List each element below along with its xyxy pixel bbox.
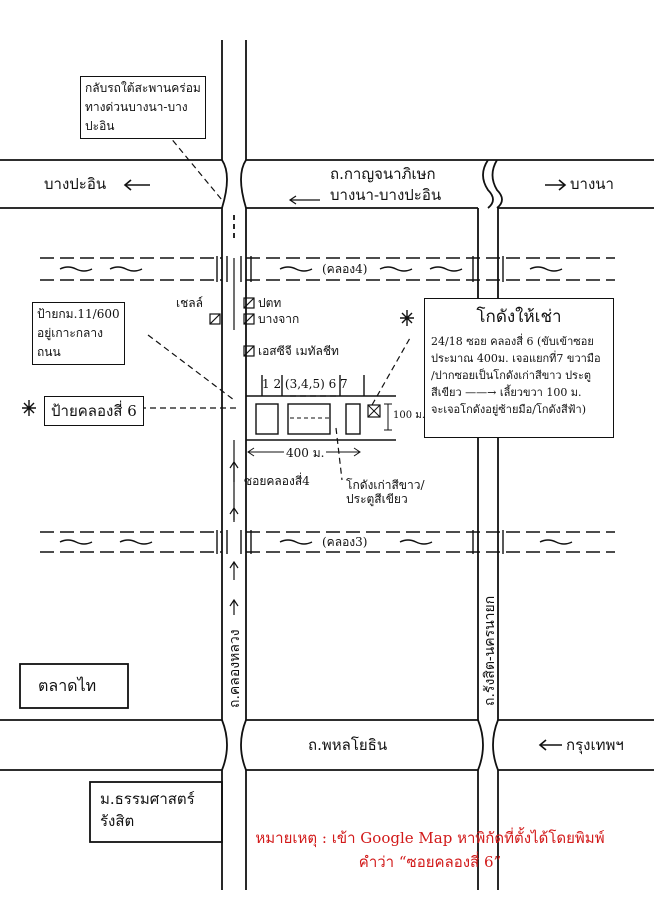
leader-lines bbox=[140, 124, 411, 481]
thammasat-box bbox=[89, 781, 223, 843]
white-warehouse-line-2: ประตูสีเขียว bbox=[346, 492, 408, 507]
rental-title: โกดังให้เช่า bbox=[476, 307, 562, 327]
thammasat-line-2: รังสิต bbox=[100, 812, 135, 830]
station-markers bbox=[209, 297, 255, 357]
warehouse-rental-box: โกดังให้เช่า 24/18 ซอย คลองสี่ 6 (ขับเข้… bbox=[424, 298, 614, 438]
km-sign-line-2: อยู่เกาะกลาง bbox=[37, 326, 104, 340]
rental-line-1: 24/18 ซอย คลองสี่ 6 (ขับเข้าซอย bbox=[431, 335, 594, 348]
kanchanaphisek-road bbox=[0, 159, 654, 209]
soi-numbers: 1 2 (3,4,5) 6 7 bbox=[262, 377, 348, 391]
thammasat-line-1: ม.ธรรมศาสตร์ bbox=[100, 790, 195, 808]
white-warehouse-label: โกดังเก่าสีขาว/ ประตูสีเขียว bbox=[346, 478, 425, 507]
note-line-1: หมายเหตุ : เข้า Google Map หาพิกัดที่ตั้… bbox=[255, 829, 605, 847]
bang-na-direction: บางนา bbox=[570, 175, 614, 193]
khlong-si-6-sign: ป้ายคลองสี่ 6 bbox=[44, 396, 144, 426]
canal-3 bbox=[40, 530, 615, 554]
white-warehouse-line-1: โกดังเก่าสีขาว/ bbox=[346, 478, 425, 492]
scg-metal-sheet-label: เอสซีจี เมทัลชีท bbox=[258, 344, 339, 358]
rental-line-5: จะเจอโกดังอยู่ซ้ายมือ/โกดังสีฟ้า) bbox=[431, 403, 587, 417]
note-line-2: คำว่า “ซอยคลองสี่ 6” bbox=[358, 853, 502, 871]
phahon-yothin-road bbox=[0, 719, 654, 771]
star-markers bbox=[22, 310, 414, 416]
canal-3-label: (คลอง3) bbox=[322, 535, 368, 550]
u-turn-line-1: กลับรถใต้สะพานคร่อม bbox=[85, 81, 201, 95]
google-map-note: หมายเหตุ : เข้า Google Map หาพิกัดที่ตั้… bbox=[240, 826, 620, 874]
direction-arrows bbox=[123, 179, 567, 751]
rangsit-nakhon-nayok-road bbox=[477, 208, 499, 890]
rental-line-2: ประมาณ 400ม. เจอแยกที่7 ขวามือ bbox=[431, 352, 601, 366]
kanchanaphisek-road-label: ถ.กาญจนาภิเษก bbox=[330, 165, 436, 183]
krungthep-direction: กรุงเทพฯ bbox=[566, 736, 624, 754]
canal-4 bbox=[40, 256, 615, 282]
u-turn-line-3: ปะอิน bbox=[85, 119, 115, 133]
soi-khlong-si-4-label: ซอยคลองสี่4 bbox=[244, 474, 310, 488]
thammasat-label: ม.ธรรมศาสตร์ รังสิต bbox=[100, 790, 195, 830]
talad-thai-label: ตลาดไท bbox=[38, 676, 97, 695]
km-sign-note: ป้ายกม.11/600 อยู่เกาะกลาง ถนน bbox=[32, 302, 125, 365]
bang-pa-in-direction: บางปะอิน bbox=[44, 175, 107, 193]
km-sign-line-3: ถนน bbox=[37, 345, 61, 359]
distance-100m: 100 ม. bbox=[393, 410, 426, 421]
rangsit-nakhon-nayok-road-label: ถ.รังสิต-นครนายก bbox=[482, 595, 498, 706]
distance-400m: 400 ม. bbox=[284, 446, 327, 461]
u-turn-line-2: ทางด่วนบางนา-บาง bbox=[85, 100, 188, 114]
rental-line-4: สีเขียว ——→ เลี้ยวขวา 100 ม. bbox=[431, 386, 582, 400]
talad-thai-box bbox=[19, 663, 129, 709]
u-turn-note: กลับรถใต้สะพานคร่อม ทางด่วนบางนา-บาง ปะอ… bbox=[80, 76, 206, 139]
kanchanaphisek-road-sublabel: บางนา-บางปะอิน bbox=[330, 186, 442, 204]
km-sign-line-1: ป้ายกม.11/600 bbox=[37, 307, 120, 321]
khlong-luang-road-label: ถ.คลองหลวง bbox=[227, 629, 243, 708]
bangchak-station-label: บางจาก bbox=[258, 312, 300, 326]
ptt-station-label: ปตท bbox=[258, 296, 282, 310]
canal-4-label: (คลอง4) bbox=[322, 262, 368, 277]
shell-station-label: เชลล์ bbox=[176, 296, 203, 310]
rental-line-3: /ปากซอยเป็นโกดังเก่าสีขาว ประตู bbox=[431, 369, 592, 383]
phahon-yothin-road-label: ถ.พหลโยธิน bbox=[308, 736, 388, 754]
